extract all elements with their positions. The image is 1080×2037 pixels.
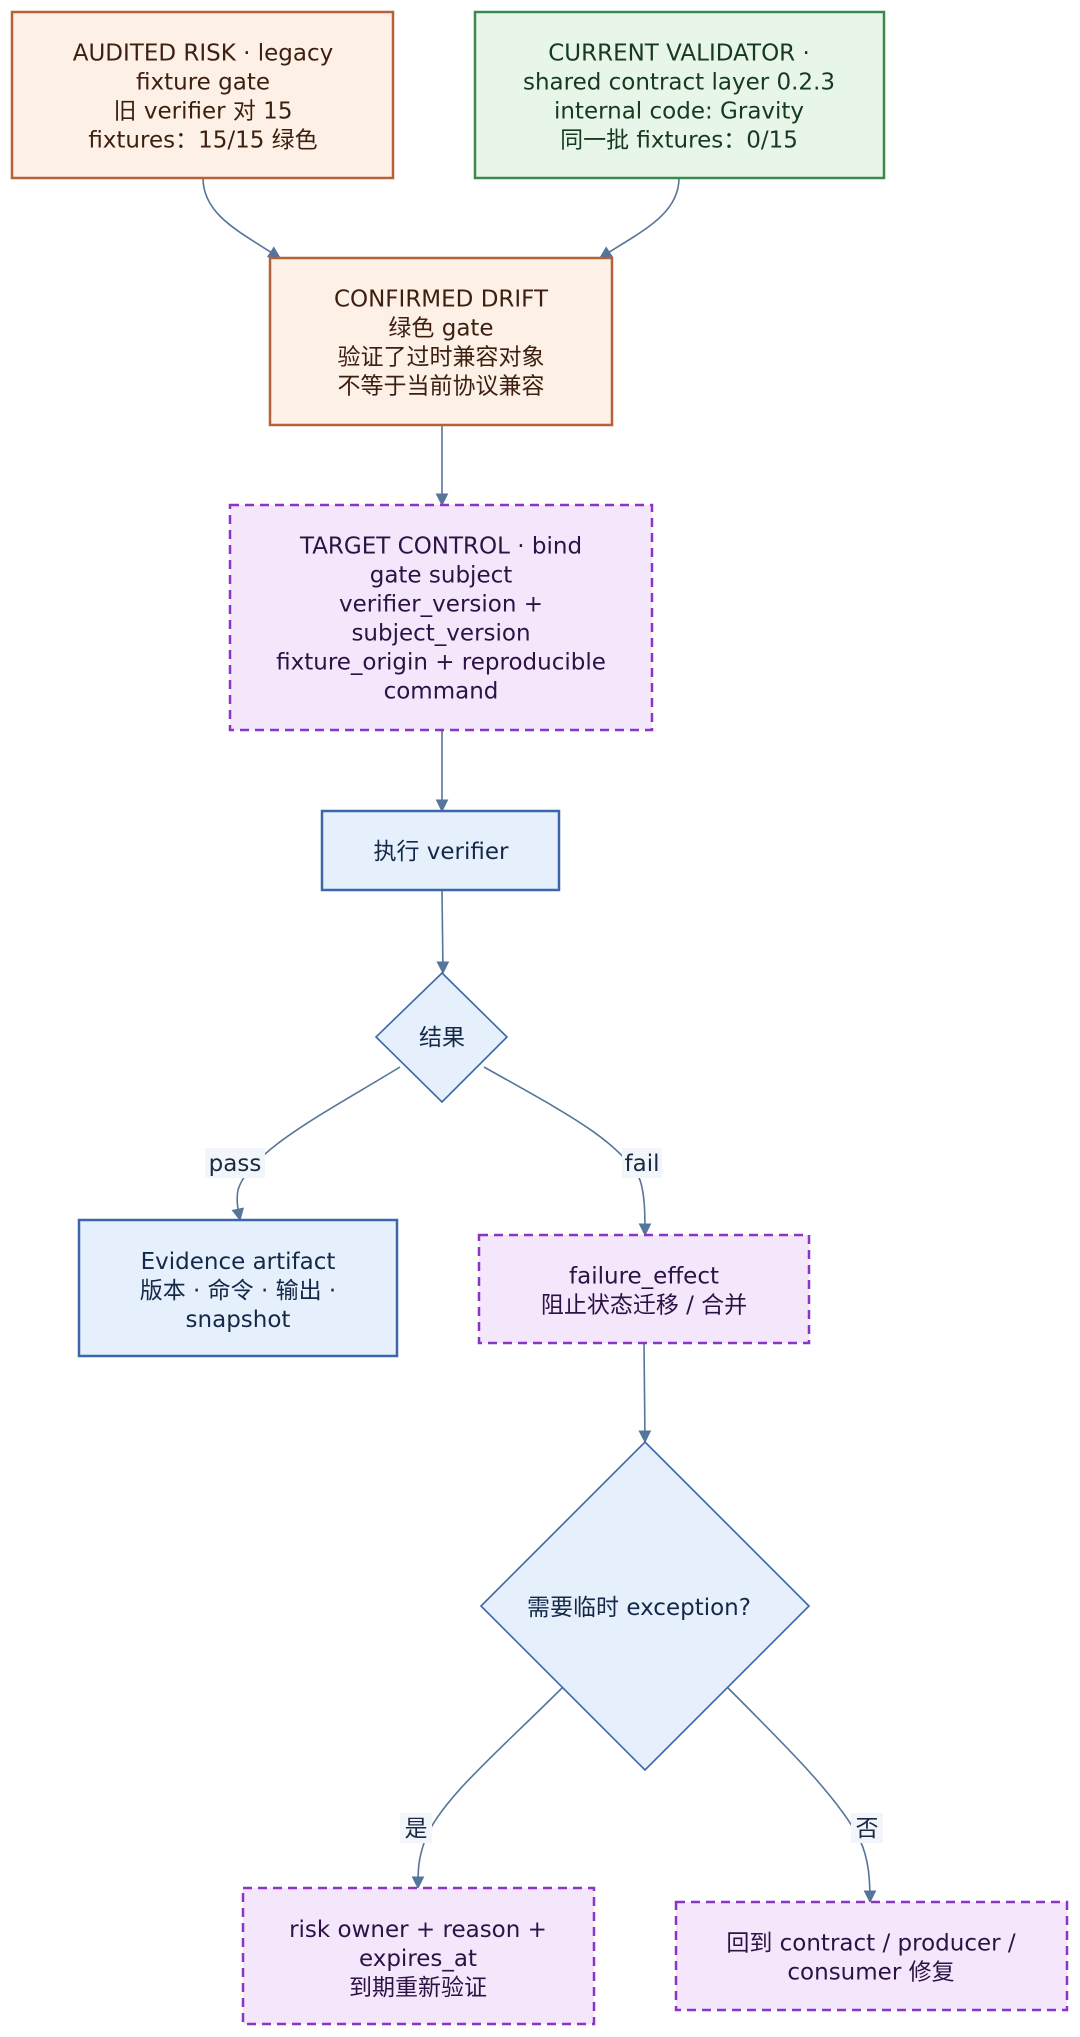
node-text-line: 需要临时 exception? (527, 1595, 751, 1621)
edge-validator-to-drift (598, 177, 680, 259)
node-text-line: failure_effect (569, 1264, 719, 1290)
node-text-line: 执行 verifier (373, 839, 509, 865)
edge-exception-no (727, 1687, 877, 1904)
node-audited-risk: AUDITED RISK · legacy fixture gate 旧 verif… (10, 10, 395, 180)
node-text-line: gate subject (370, 563, 513, 589)
node-failure-effect: failure_effect 阻止状态迁移 / 合并 (477, 1233, 811, 1345)
node-text-line: fixtures：15/15 绿色 (88, 128, 317, 154)
node-text-line: CONFIRMED DRIFT (334, 287, 549, 313)
node-text-line: 结果 (419, 1025, 465, 1051)
edge-labels: pass fail 是 否 (205, 1148, 883, 1843)
node-text-line: 绿色 gate (388, 316, 493, 342)
node-text-line: consumer 修复 (787, 1960, 954, 1986)
edge-label-pass: pass (209, 1151, 262, 1177)
nodes: AUDITED RISK · legacy fixture gate 旧 verif… (10, 10, 1069, 2026)
svg-text:risk owner + reason +expires_a: risk owner + reason + expires_at 到期重新验证 (289, 1917, 547, 2001)
svg-text:回到 contract / producer /consum: 回到 contract / producer / consumer 修复 (726, 1931, 1016, 1986)
node-text-line: internal code: Gravity (554, 99, 804, 125)
node-target-control: TARGET CONTROL · bind gate subject verifie… (228, 503, 654, 732)
node-text-line: 不等于当前协议兼容 (338, 374, 545, 400)
node-text-line: shared contract layer 0.2.3 (523, 70, 835, 96)
svg-text:执行 verifier: 执行 verifier (373, 839, 509, 865)
node-text-line: risk owner + reason + (289, 1917, 547, 1943)
edge-run-to-result (436, 889, 450, 975)
svg-text:结果: 结果 (419, 1025, 465, 1051)
node-text-line: command (384, 679, 499, 705)
node-confirmed-drift: CONFIRMED DRIFT 绿色 gate 验证了过时兼容对象不等于当前协议兼容 (268, 256, 614, 427)
edge-audited-to-drift (202, 177, 282, 259)
node-text-line: Evidence artifact (141, 1249, 336, 1275)
edge-label-fail: fail (625, 1151, 660, 1177)
edge-result-pass (231, 1066, 401, 1222)
node-text-line: 回到 contract / producer / (726, 1931, 1016, 1957)
node-need-exception-decision: 需要临时 exception? (479, 1440, 811, 1772)
node-text-line: 到期重新验证 (349, 1975, 487, 2001)
node-text-line: 验证了过时兼容对象 (338, 345, 545, 371)
node-text-line: 同一批 fixtures：0/15 (560, 128, 798, 154)
edge-result-fail (483, 1066, 652, 1237)
node-text-line: CURRENT VALIDATOR · (548, 41, 810, 67)
svg-text:需要临时 exception?: 需要临时 exception? (527, 1595, 751, 1621)
node-text-line: 版本 · 命令 · 输出 · (140, 1278, 337, 1304)
edge-label-no: 否 (856, 1816, 879, 1842)
node-text-line: verifier_version + (339, 592, 543, 618)
node-text-line: expires_at (359, 1946, 477, 1972)
node-text-line: AUDITED RISK · legacy (73, 41, 334, 67)
node-risk-owner: risk owner + reason + expires_at 到期重新验证 (241, 1886, 596, 2026)
node-current-validator: CURRENT VALIDATOR · shared contract layer… (473, 10, 886, 180)
node-evidence-artifact: Evidence artifact 版本 · 命令 · 输出 · snapshot (77, 1218, 399, 1358)
node-text-line: TARGET CONTROL · bind (299, 534, 582, 560)
edge-label-yes: 是 (405, 1816, 428, 1842)
node-text-line: 旧 verifier 对 15 (114, 99, 293, 125)
edge-exception-yes (411, 1687, 563, 1890)
node-result-decision: 结果 (374, 971, 509, 1104)
node-run-verifier: 执行 verifier (320, 809, 561, 892)
node-text-line: fixture gate (136, 70, 270, 96)
edge-failure-to-exception (638, 1342, 652, 1444)
svg-text:CURRENT VALIDATOR ·shared cont: CURRENT VALIDATOR · shared contract layer… (523, 41, 835, 154)
node-text-line: fixture_origin + reproducible (276, 650, 606, 676)
node-text-line: snapshot (186, 1307, 291, 1333)
node-return-contract: 回到 contract / producer / consumer 修复 (674, 1900, 1069, 2012)
node-text-line: subject_version (351, 621, 530, 647)
node-text-line: 阻止状态迁移 / 合并 (541, 1293, 747, 1319)
